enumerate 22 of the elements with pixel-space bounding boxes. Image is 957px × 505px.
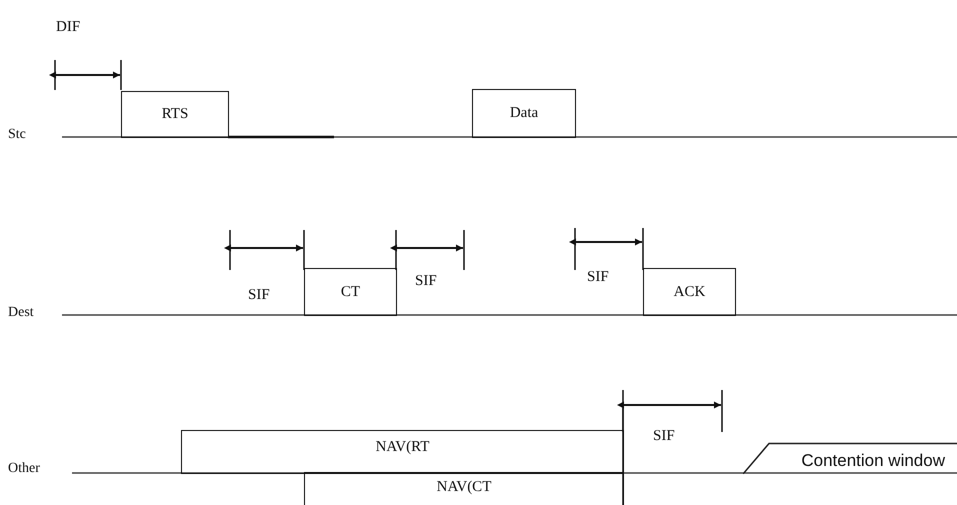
frame-box	[121, 91, 229, 138]
interval-label: SIF	[587, 269, 609, 286]
frame-label: NAV(RT	[376, 439, 430, 456]
frame-label: NAV(CT	[436, 479, 492, 496]
contention-window-box	[743, 442, 957, 474]
interval-label: SIF	[653, 428, 675, 445]
frame-box	[472, 89, 576, 138]
interval-label: DIF	[56, 19, 80, 36]
row-label: Stc	[8, 127, 26, 143]
frame-label: Contention window	[801, 451, 945, 471]
frame-box	[181, 430, 624, 474]
frame-label: RTS	[162, 106, 188, 123]
interval-label: SIF	[248, 287, 270, 304]
frame-box	[304, 472, 624, 505]
frame-label: CT	[340, 284, 360, 300]
frame-label: ACK	[674, 284, 706, 300]
interval-label: SIF	[415, 273, 437, 290]
row-label: Dest	[8, 305, 34, 321]
frame-label: Data	[510, 105, 538, 122]
frame-box	[304, 268, 397, 316]
frame-box	[643, 268, 736, 316]
row-label: Other	[8, 461, 40, 477]
